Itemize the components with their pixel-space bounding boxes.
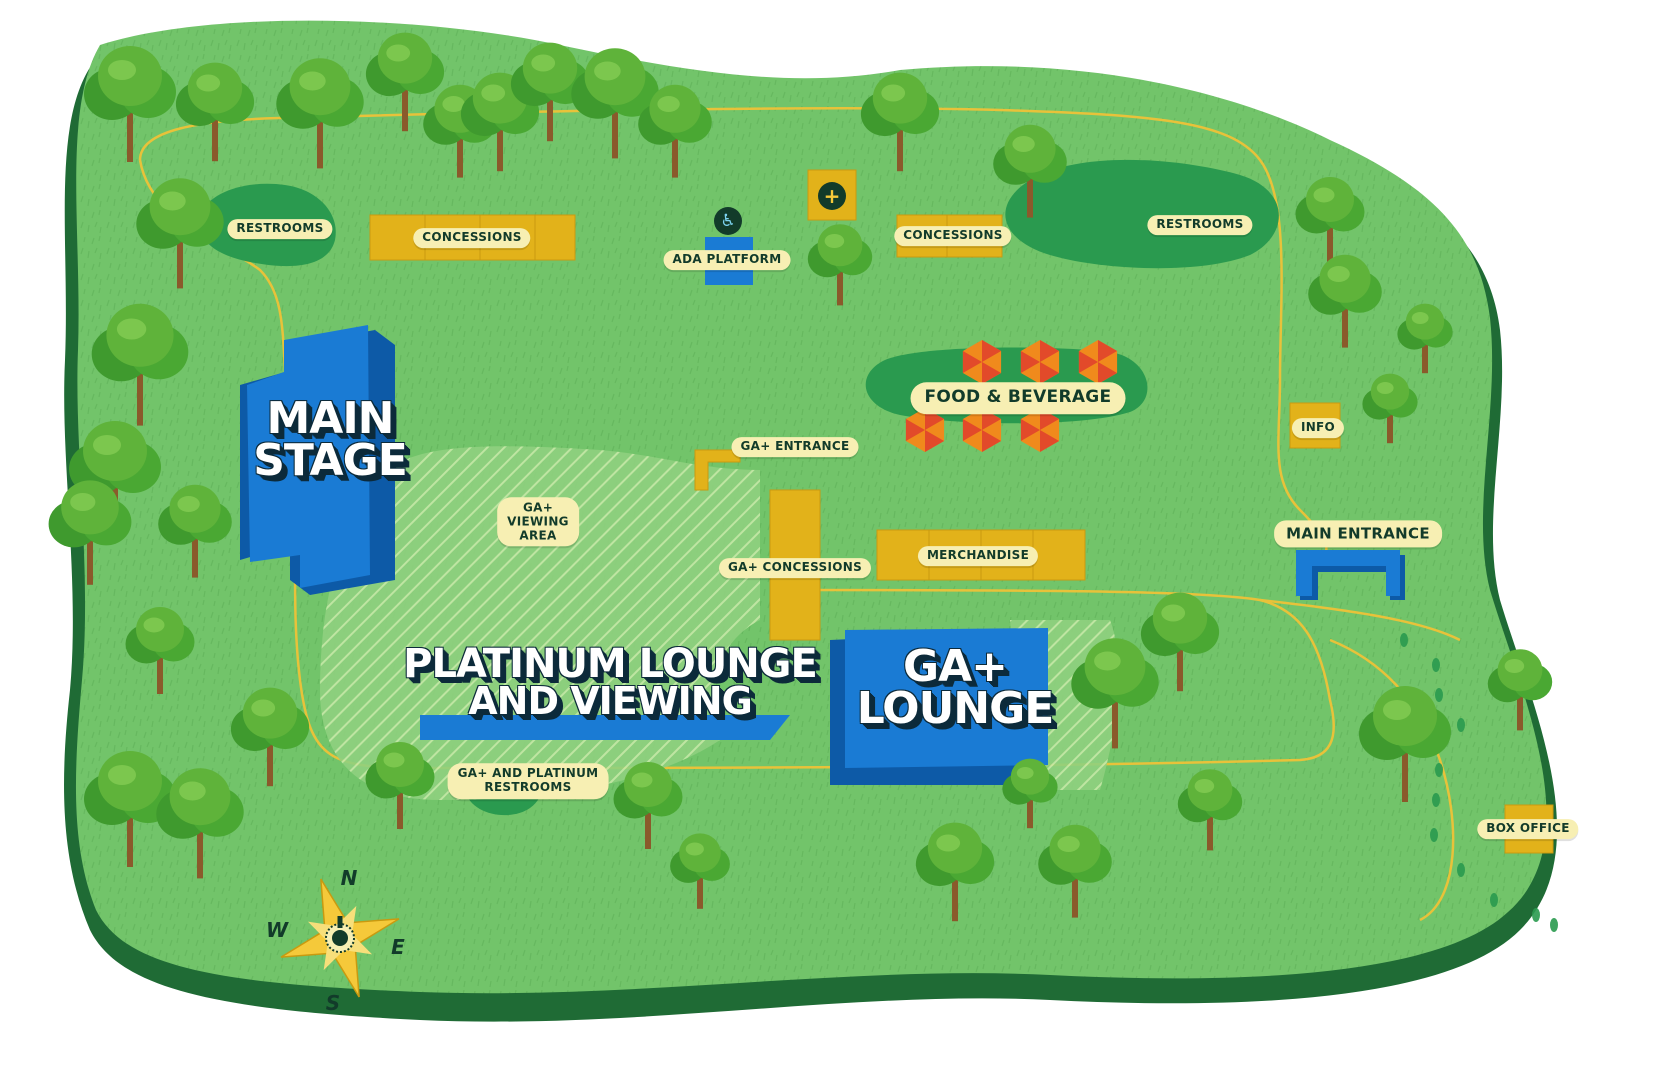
tree-icon <box>156 768 244 879</box>
wheelchair-icon: ♿ <box>714 207 742 235</box>
main-stage-title: MAIN STAGE <box>253 393 408 486</box>
merchandise-label: MERCHANDISE <box>917 546 1039 566</box>
ga-platinum-restrooms-label: GA+ AND PLATINUM RESTROOMS <box>447 763 609 799</box>
info-label: INFO <box>1291 418 1345 438</box>
tree-icon <box>91 303 189 426</box>
tree-icon <box>993 124 1067 218</box>
tree-icon <box>1487 649 1553 731</box>
compass-east-label: E <box>391 935 405 959</box>
tree-icon <box>48 480 132 585</box>
platinum-lounge-title: PLATINUM LOUNGE AND VIEWING <box>403 640 818 723</box>
tree-icon <box>84 46 176 162</box>
tree-icon <box>807 224 873 306</box>
tree-icon <box>1038 824 1112 918</box>
tree-icon <box>1397 303 1453 374</box>
tree-icon <box>158 484 232 578</box>
concessions-east-label: CONCESSIONS <box>894 226 1012 246</box>
tree-icon <box>1177 769 1243 851</box>
ga-lounge-title: GA+ LOUNGE <box>856 641 1055 734</box>
main-entrance-label: MAIN ENTRANCE <box>1274 520 1442 548</box>
tree-icon <box>230 687 310 787</box>
food-hexagons <box>905 340 1118 452</box>
ada-platform-label: ADA PLATFORM <box>663 250 791 270</box>
tree-icon <box>1308 254 1382 348</box>
tree-icon <box>860 72 940 172</box>
box-office-label: BOX OFFICE <box>1477 819 1579 839</box>
ga-entrance-label: GA+ ENTRANCE <box>731 437 859 457</box>
food-hexagon <box>1020 340 1060 384</box>
restrooms-west-label: RESTROOMS <box>227 219 333 239</box>
food-hexagon <box>1078 340 1118 384</box>
compass-north-label: N <box>340 866 358 890</box>
food-hexagon <box>962 340 1002 384</box>
tree-icon <box>175 62 255 162</box>
tree-icon <box>638 84 712 178</box>
food-hexagon <box>1020 408 1060 452</box>
footprints-icon <box>1400 633 1558 932</box>
tree-icon <box>125 607 195 694</box>
restrooms-east-label: RESTROOMS <box>1147 215 1253 235</box>
tree-icon <box>670 833 730 909</box>
food-beverage-label: FOOD & BEVERAGE <box>910 382 1126 414</box>
main-stage-block <box>240 325 395 595</box>
main-entrance-gate <box>1296 550 1405 600</box>
tree-icon <box>1002 758 1058 829</box>
tree-icon <box>1362 373 1418 444</box>
first-aid-icon: + <box>818 182 846 210</box>
tree-icon <box>276 58 364 169</box>
tree-icon <box>1359 686 1451 802</box>
tree-icon <box>1071 638 1159 749</box>
compass-west-label: W <box>265 918 289 942</box>
tree-icon <box>510 42 590 142</box>
tree-icon <box>571 48 659 159</box>
concessions-west-label: CONCESSIONS <box>413 228 531 248</box>
tree-icon <box>365 32 445 132</box>
tree-icon <box>915 822 995 922</box>
tree-icon <box>613 762 683 849</box>
tree-icon <box>365 742 435 829</box>
tree-icon <box>1295 177 1365 264</box>
compass-south-label: S <box>325 991 341 1015</box>
ga-viewing-area-label: GA+ VIEWING AREA <box>497 497 579 547</box>
trees <box>48 32 1553 922</box>
platinum-lounge-block <box>420 715 790 740</box>
ga-concessions-label: GA+ CONCESSIONS <box>718 558 872 578</box>
ga-lounge-block <box>830 628 1048 785</box>
tree-icon <box>84 751 176 867</box>
tree-icon <box>1140 592 1220 692</box>
compass-rose-icon <box>280 878 400 998</box>
tree-icon <box>136 178 224 289</box>
